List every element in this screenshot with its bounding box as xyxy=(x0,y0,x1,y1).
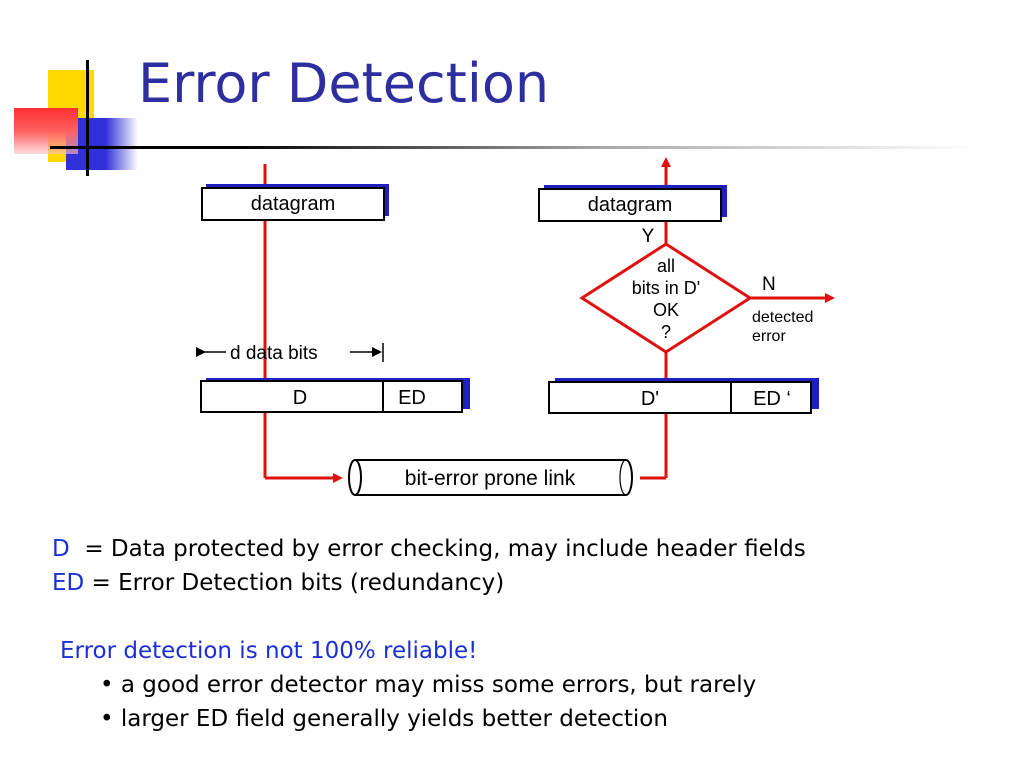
receiver-d-ed-box: D' ED ‘ xyxy=(548,378,819,414)
sender-datagram-label: datagram xyxy=(251,193,336,215)
legend-ed-text: = Error Detection bits (redundancy) xyxy=(84,570,505,596)
sender-datagram-box: datagram xyxy=(201,184,389,221)
note-bullet-2: • larger ED field generally yields bette… xyxy=(100,706,668,732)
detected-error-line-2: error xyxy=(752,328,786,345)
link-label: bit-error prone link xyxy=(405,467,576,490)
note-heading: Error detection is not 100% reliable! xyxy=(60,638,478,664)
sender-ed-label: ED xyxy=(398,387,426,409)
receiver-datagram-label: datagram xyxy=(588,194,673,216)
d-data-bits-label: d data bits xyxy=(230,343,318,364)
deco-vertical-line xyxy=(86,60,89,176)
legend-d-key: D xyxy=(52,536,70,562)
decision-diamond: all bits in D' OK ? xyxy=(579,242,753,354)
deco-blue-square xyxy=(66,118,138,170)
legend: D = Data protected by error checking, ma… xyxy=(52,532,806,600)
legend-d-line: D = Data protected by error checking, ma… xyxy=(52,532,806,566)
receiver-datagram-box: datagram xyxy=(538,185,727,222)
detected-error-line-1: detected xyxy=(752,309,813,326)
sender-d-ed-box: D ED xyxy=(200,378,470,413)
decision-line-4: ? xyxy=(661,322,671,342)
note-bullet-1: • a good error detector may miss some er… xyxy=(100,672,757,698)
sender-d-label: D xyxy=(293,387,307,409)
receiver-ed-label: ED ‘ xyxy=(753,388,791,410)
title-rule xyxy=(50,146,980,149)
page-title: Error Detection xyxy=(138,52,550,115)
receiver-d-label: D' xyxy=(641,388,659,410)
legend-d-text: = Data protected by error checking, may … xyxy=(69,536,806,562)
decision-line-2: bits in D' xyxy=(632,278,700,298)
no-label: N xyxy=(762,274,776,295)
bit-error-prone-link: bit-error prone link xyxy=(348,459,633,496)
legend-ed-line: ED = Error Detection bits (redundancy) xyxy=(52,566,806,600)
decision-line-1: all xyxy=(657,256,675,276)
decision-line-3: OK xyxy=(653,300,679,320)
yes-label: Y xyxy=(642,226,655,247)
reliability-note: Error detection is not 100% reliable! • … xyxy=(60,634,756,736)
legend-ed-key: ED xyxy=(52,570,85,596)
